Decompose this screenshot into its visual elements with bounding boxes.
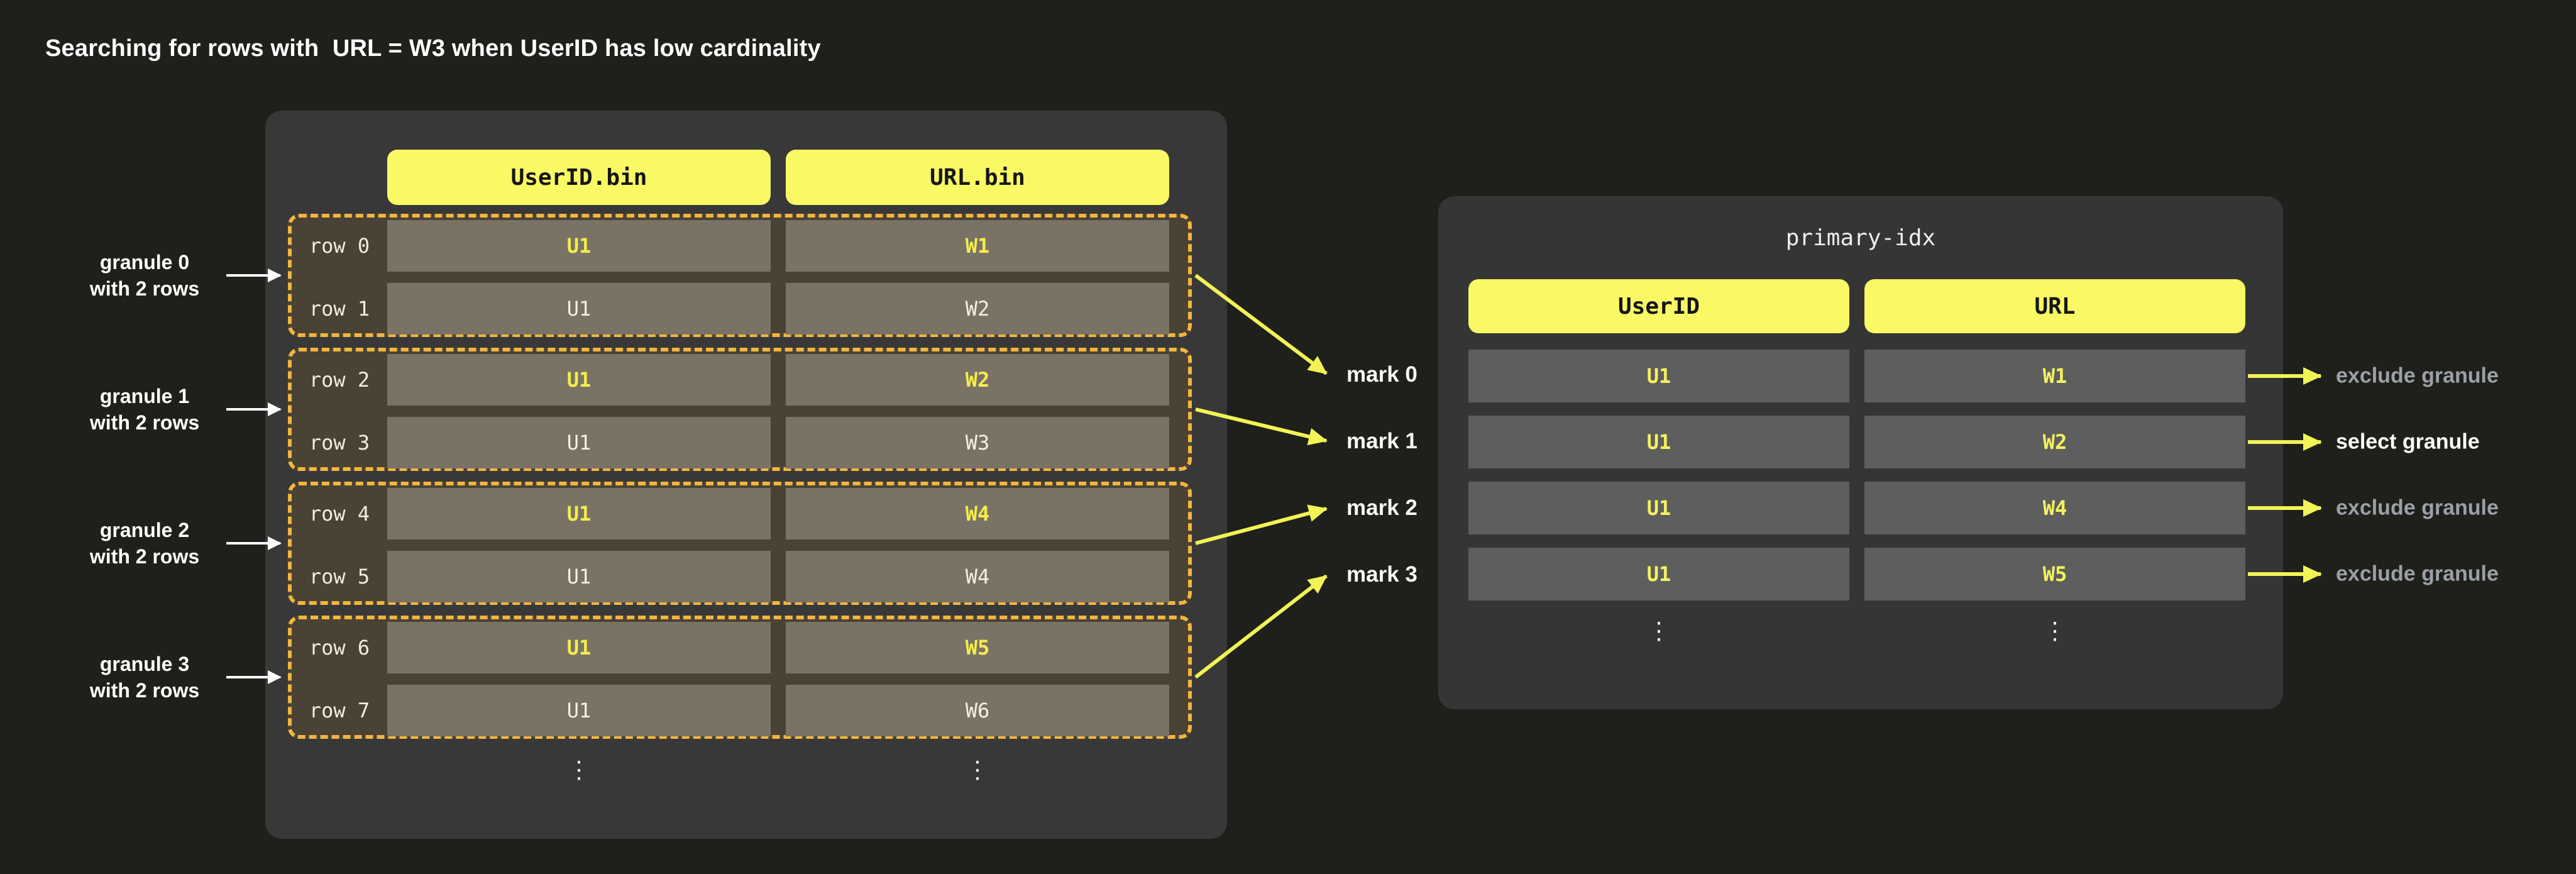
outcome-3-label: exclude granule	[2336, 561, 2499, 586]
idx-userid-cell-3: U1	[1468, 548, 1849, 600]
arrow-granule-0-to-mark-0	[1194, 274, 1328, 375]
userid-cell-row-6: U1	[387, 622, 771, 673]
idx-userid-cell-1: U1	[1468, 416, 1849, 468]
userid-bin-ellipsis: ⋮	[567, 756, 591, 783]
row-label-6: row 6	[309, 636, 370, 660]
url-cell-row-5: W4	[786, 551, 1169, 602]
idx-userid-cell-0: U1	[1468, 350, 1849, 402]
url-cell-row-4: W4	[786, 488, 1169, 539]
outcome-2-label: exclude granule	[2336, 495, 2499, 520]
granule-2-label-line1: granule 2	[99, 519, 190, 541]
arrow-granule-1-to-mark-1	[1195, 407, 1328, 446]
outcome-0-label: exclude granule	[2336, 363, 2499, 388]
page-title: Searching for rows with URL = W3 when Us…	[45, 35, 821, 62]
granule-3-label: granule 3 with 2 rows	[38, 651, 251, 704]
mark-0-label: mark 0	[1346, 362, 1417, 387]
url-cell-row-1: W2	[786, 283, 1169, 335]
granule-3-label-line2: with 2 rows	[89, 679, 200, 702]
url-cell-row-6: W5	[786, 622, 1169, 673]
mark-2-label: mark 2	[1346, 495, 1417, 520]
granule-0-label-line2: with 2 rows	[89, 277, 200, 300]
granule-1-label-line1: granule 1	[99, 385, 190, 407]
idx-url-cell-1: W2	[1864, 416, 2245, 468]
userid-cell-row-2: U1	[387, 354, 771, 406]
url-cell-row-2: W2	[786, 354, 1169, 406]
url-cell-row-3: W3	[786, 417, 1169, 468]
idx-url-cell-3: W5	[1864, 548, 2245, 600]
row-label-5: row 5	[309, 565, 370, 589]
userid-bin-header: UserID.bin	[387, 150, 771, 205]
outcome-1-label: select granule	[2336, 429, 2480, 454]
granule-1-label-line2: with 2 rows	[89, 411, 200, 434]
userid-cell-row-3: U1	[387, 417, 771, 468]
userid-cell-row-7: U1	[387, 685, 771, 736]
url-cell-row-0: W1	[786, 220, 1169, 272]
idx-url-cell-2: W4	[1864, 482, 2245, 534]
row-label-0: row 0	[309, 234, 370, 258]
userid-cell-row-1: U1	[387, 283, 771, 335]
idx-url-cell-0: W1	[1864, 350, 2245, 402]
row-label-1: row 1	[309, 297, 370, 321]
row-label-2: row 2	[309, 368, 370, 392]
granule-0-label-line1: granule 0	[99, 251, 190, 274]
url-bin-ellipsis: ⋮	[966, 756, 989, 783]
arrow-granule-2-to-mark-2	[1195, 504, 1328, 545]
row-label-7: row 7	[309, 699, 370, 722]
row-label-4: row 4	[309, 502, 370, 526]
url-cell-row-7: W6	[786, 685, 1169, 736]
granule-2-label: granule 2 with 2 rows	[38, 517, 251, 570]
url-bin-header: URL.bin	[786, 150, 1169, 205]
row-label-3: row 3	[309, 431, 370, 455]
mark-3-label: mark 3	[1346, 562, 1417, 587]
granule-0-label: granule 0 with 2 rows	[38, 249, 251, 302]
idx-url-ellipsis: ⋮	[2043, 617, 2067, 644]
idx-userid-ellipsis: ⋮	[1647, 617, 1671, 644]
granule-2-label-line2: with 2 rows	[89, 545, 200, 568]
userid-cell-row-4: U1	[387, 488, 771, 539]
granule-1-label: granule 1 with 2 rows	[38, 383, 251, 436]
arrow-granule-3-to-mark-3	[1194, 574, 1328, 679]
primary-index-title: primary-idx	[1785, 225, 1936, 251]
granule-3-label-line1: granule 3	[99, 653, 190, 675]
url-header: URL	[1864, 279, 2245, 333]
userid-cell-row-5: U1	[387, 551, 771, 602]
mark-1-label: mark 1	[1346, 429, 1417, 453]
userid-cell-row-0: U1	[387, 220, 771, 272]
userid-header: UserID	[1468, 279, 1849, 333]
idx-userid-cell-2: U1	[1468, 482, 1849, 534]
